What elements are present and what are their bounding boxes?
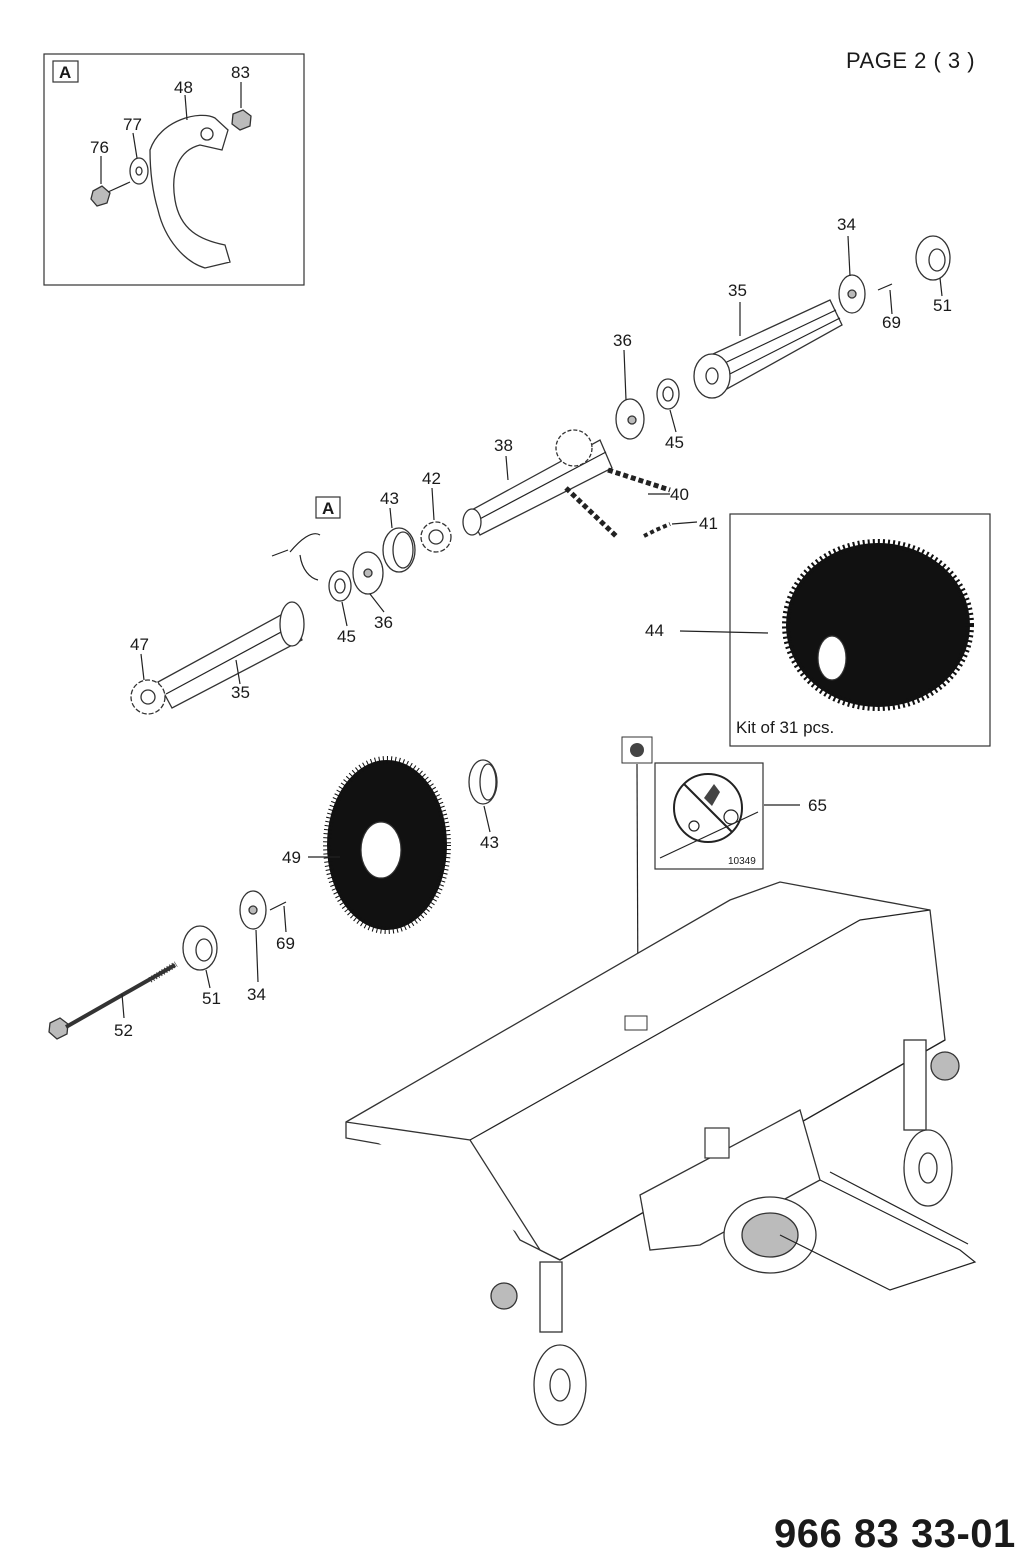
callout-49: 49 bbox=[282, 848, 301, 867]
upper-shaft-assembly: A bbox=[130, 235, 951, 715]
callout-38: 38 bbox=[494, 436, 513, 455]
callout-35-lower: 35 bbox=[231, 683, 250, 702]
callout-36: 36 bbox=[613, 331, 632, 350]
callout-41: 41 bbox=[699, 514, 718, 533]
link-part-41 bbox=[643, 522, 671, 538]
detail-box-a: A bbox=[43, 53, 305, 286]
sprocket bbox=[555, 429, 593, 467]
tow-frame bbox=[779, 1179, 977, 1291]
callout-43-lower: 43 bbox=[480, 833, 499, 852]
right-leg bbox=[903, 1039, 927, 1131]
callout-44: 44 bbox=[645, 621, 664, 640]
callout-34: 34 bbox=[837, 215, 856, 234]
callout-83: 83 bbox=[231, 63, 250, 82]
pin-part-69-upper bbox=[877, 283, 893, 291]
bracket-a-assembled bbox=[289, 533, 321, 581]
chain-part-40 bbox=[564, 467, 671, 538]
callout-65: 65 bbox=[808, 796, 827, 815]
page-label: PAGE 2 ( 3 ) bbox=[846, 48, 976, 73]
callout-45-lower: 45 bbox=[337, 627, 356, 646]
callout-34-lower: 34 bbox=[247, 985, 266, 1004]
right-knob bbox=[930, 1051, 960, 1081]
callout-42: 42 bbox=[422, 469, 441, 488]
brush-part-49 bbox=[308, 756, 451, 934]
callout-47: 47 bbox=[130, 635, 149, 654]
callout-40: 40 bbox=[670, 485, 689, 504]
callout-51-lower: 51 bbox=[202, 989, 221, 1008]
callout-labels: 48 83 77 76 34 35 69 51 36 45 38 40 41 4… bbox=[90, 63, 952, 1040]
callout-45: 45 bbox=[665, 433, 684, 452]
callout-35: 35 bbox=[728, 281, 747, 300]
detail-marker-box bbox=[315, 496, 341, 519]
decal-spot bbox=[624, 1015, 648, 1031]
brush-kit-part-44 bbox=[782, 539, 974, 711]
decal-part-65: 10349 bbox=[621, 736, 800, 1011]
callout-77: 77 bbox=[123, 115, 142, 134]
callout-51: 51 bbox=[933, 296, 952, 315]
callout-48: 48 bbox=[174, 78, 193, 97]
pin-part-69-lower bbox=[269, 901, 287, 911]
bolt-part-52 bbox=[48, 1017, 69, 1040]
decal-code: 10349 bbox=[728, 856, 756, 867]
detail-marker-letter: A bbox=[322, 499, 334, 518]
callout-36-lower: 36 bbox=[374, 613, 393, 632]
ring-part-43-lower bbox=[468, 759, 498, 833]
callout-52: 52 bbox=[114, 1021, 133, 1040]
nut-part-83 bbox=[231, 109, 252, 131]
kit-label: Kit of 31 pcs. bbox=[736, 718, 835, 737]
detail-box-letter: A bbox=[59, 63, 71, 82]
lower-fasteners bbox=[48, 890, 287, 1040]
callout-69-lower: 69 bbox=[276, 934, 295, 953]
bolt-part-76 bbox=[90, 185, 111, 207]
bracket-hole bbox=[200, 127, 214, 141]
callout-76: 76 bbox=[90, 138, 109, 157]
left-leg bbox=[539, 1261, 563, 1333]
callout-69: 69 bbox=[882, 313, 901, 332]
kit-box bbox=[679, 513, 991, 747]
document-number: 966 83 33-01 bbox=[774, 1512, 1016, 1556]
bracket-part-48 bbox=[149, 114, 231, 269]
callout-43: 43 bbox=[380, 489, 399, 508]
sweeper-housing bbox=[345, 881, 977, 1426]
left-knob bbox=[490, 1282, 518, 1310]
